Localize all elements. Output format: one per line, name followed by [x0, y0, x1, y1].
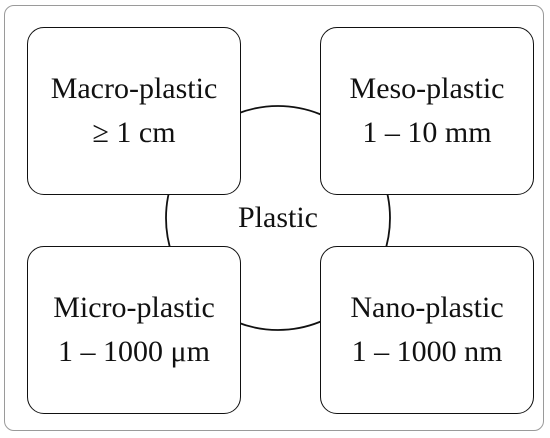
category-size: 1 – 10 mm — [362, 116, 492, 149]
category-size: 1 – 1000 μm — [58, 335, 210, 368]
category-size: ≥ 1 cm — [92, 116, 176, 149]
category-name: Meso-plastic — [349, 72, 505, 105]
category-size: 1 – 1000 nm — [351, 335, 503, 368]
category-box-micro: Micro-plastic 1 – 1000 μm — [27, 246, 241, 414]
category-name: Micro-plastic — [53, 291, 215, 324]
category-name: Nano-plastic — [350, 291, 504, 324]
center-circle — [165, 105, 391, 331]
category-box-nano: Nano-plastic 1 – 1000 nm — [320, 246, 534, 414]
category-box-macro: Macro-plastic ≥ 1 cm — [27, 27, 241, 195]
category-box-meso: Meso-plastic 1 – 10 mm — [320, 27, 534, 195]
center-label: Plastic — [238, 201, 318, 234]
diagram-frame — [4, 5, 544, 431]
category-name: Macro-plastic — [50, 72, 218, 105]
